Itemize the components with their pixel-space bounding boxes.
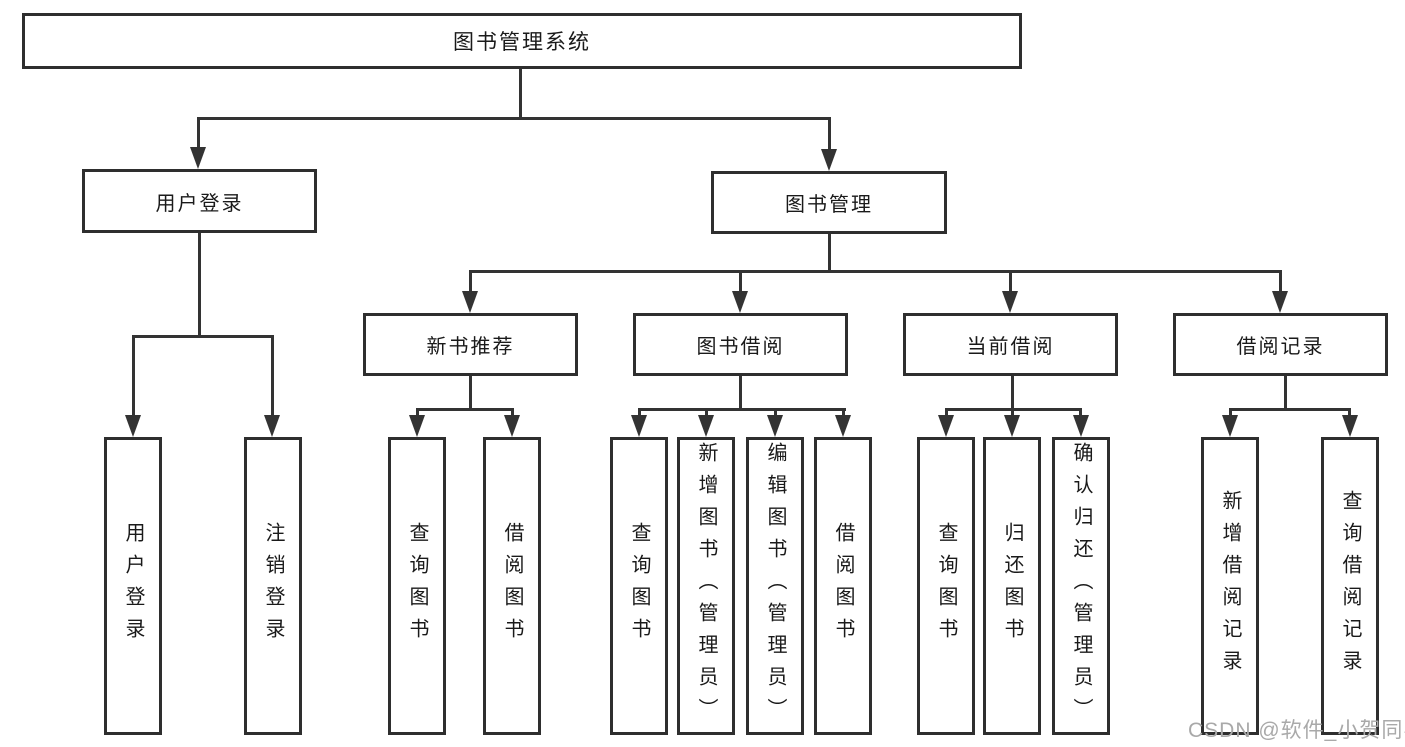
connector-user-login-split [132, 335, 274, 338]
connector-records-split [1229, 408, 1351, 411]
node-borrow-records: 借阅记录 [1173, 313, 1388, 376]
arrow-to-current-return [1004, 415, 1020, 437]
leaf-borrow-add-books-admin: 新增图书（管理员） [677, 437, 735, 735]
leaf-records-query-record: 查询借阅记录 [1321, 437, 1379, 735]
connector-to-records-query [1348, 408, 1351, 417]
connector-to-leaf-user-login [132, 335, 135, 416]
leaf-user-login: 用户登录 [104, 437, 162, 735]
leaf-current-return-books-label: 归还图书 [1001, 522, 1023, 650]
leaf-recommend-query-books-label: 查询图书 [406, 522, 428, 650]
leaf-user-login-label: 用户登录 [122, 522, 144, 650]
connector-recommend-stem [469, 376, 472, 409]
connector-borrow-stem [739, 376, 742, 409]
leaf-borrow-query-books-label: 查询图书 [628, 522, 650, 650]
node-new-book-recommend: 新书推荐 [363, 313, 578, 376]
arrow-to-current-query [938, 415, 954, 437]
arrow-to-borrow-records [1272, 291, 1288, 313]
leaf-borrow-edit-books-admin-label: 编辑图书（管理员） [764, 442, 786, 730]
arrow-to-leaf-user-login [125, 415, 141, 437]
arrow-to-borrow-add [698, 415, 714, 437]
leaf-records-add-record: 新增借阅记录 [1201, 437, 1259, 735]
arrow-to-leaf-logout [264, 415, 280, 437]
connector-to-borrow-borrow [842, 408, 845, 417]
connector-to-recommend-borrow [511, 408, 514, 417]
arrow-to-borrow-borrow [835, 415, 851, 437]
leaf-recommend-query-books: 查询图书 [388, 437, 446, 735]
connector-to-records-add [1229, 408, 1232, 417]
connector-to-current-borrow [1009, 270, 1012, 292]
connector-book-management-stem [828, 234, 831, 272]
connector-book-management-split [469, 270, 1282, 273]
connector-to-current-return [1011, 408, 1014, 417]
arrow-to-current-confirm [1073, 415, 1089, 437]
arrow-to-new-book-recommend [462, 291, 478, 313]
arrow-to-book-management [821, 149, 837, 171]
leaf-recommend-borrow-books: 借阅图书 [483, 437, 541, 735]
connector-root-split [197, 117, 831, 120]
connector-to-user-login [197, 117, 200, 150]
connector-to-leaf-logout [271, 335, 274, 416]
arrow-to-records-add [1222, 415, 1238, 437]
leaf-current-query-books: 查询图书 [917, 437, 975, 735]
arrow-to-borrow-query [631, 415, 647, 437]
node-book-management: 图书管理 [711, 171, 947, 234]
leaf-borrow-add-books-admin-label: 新增图书（管理员） [695, 442, 717, 730]
connector-records-stem [1284, 376, 1287, 409]
connector-to-book-management [828, 117, 831, 150]
connector-current-stem [1011, 376, 1014, 409]
connector-recommend-split [416, 408, 514, 411]
connector-to-recommend-query [416, 408, 419, 417]
leaf-borrow-edit-books-admin: 编辑图书（管理员） [746, 437, 804, 735]
connector-user-login-stem [198, 233, 201, 335]
leaf-logout: 注销登录 [244, 437, 302, 735]
connector-borrow-split [638, 408, 846, 411]
arrow-to-recommend-query [409, 415, 425, 437]
arrow-to-records-query [1342, 415, 1358, 437]
csdn-watermark: CSDN @软件_小贺同学 [1188, 719, 1405, 742]
connector-to-current-confirm [1079, 408, 1082, 417]
leaf-borrow-query-books: 查询图书 [610, 437, 668, 735]
connector-to-new-book-recommend [469, 270, 472, 292]
arrow-to-borrow-edit [767, 415, 783, 437]
leaf-borrow-borrow-books-label: 借阅图书 [832, 522, 854, 650]
connector-to-borrow-add [705, 408, 708, 417]
arrow-to-user-login [190, 147, 206, 169]
node-current-borrow: 当前借阅 [903, 313, 1118, 376]
arrow-to-book-borrow [732, 291, 748, 313]
node-root-library-management-system: 图书管理系统 [22, 13, 1022, 69]
leaf-borrow-borrow-books: 借阅图书 [814, 437, 872, 735]
leaf-records-add-record-label: 新增借阅记录 [1219, 490, 1241, 682]
leaf-records-query-record-label: 查询借阅记录 [1339, 490, 1361, 682]
node-book-borrow: 图书借阅 [633, 313, 848, 376]
leaf-recommend-borrow-books-label: 借阅图书 [501, 522, 523, 650]
arrow-to-current-borrow [1002, 291, 1018, 313]
leaf-current-confirm-return-admin-label: 确认归还（管理员） [1070, 442, 1092, 730]
leaf-current-confirm-return-admin: 确认归还（管理员） [1052, 437, 1110, 735]
connector-to-book-borrow [739, 270, 742, 292]
leaf-logout-label: 注销登录 [262, 522, 284, 650]
leaf-current-return-books: 归还图书 [983, 437, 1041, 735]
node-user-login: 用户登录 [82, 169, 317, 233]
connector-to-borrow-edit [774, 408, 777, 417]
connector-to-borrow-records [1279, 270, 1282, 292]
connector-to-current-query [945, 408, 948, 417]
arrow-to-recommend-borrow [504, 415, 520, 437]
leaf-current-query-books-label: 查询图书 [935, 522, 957, 650]
connector-to-borrow-query [638, 408, 641, 417]
connector-root-stem [519, 69, 522, 117]
